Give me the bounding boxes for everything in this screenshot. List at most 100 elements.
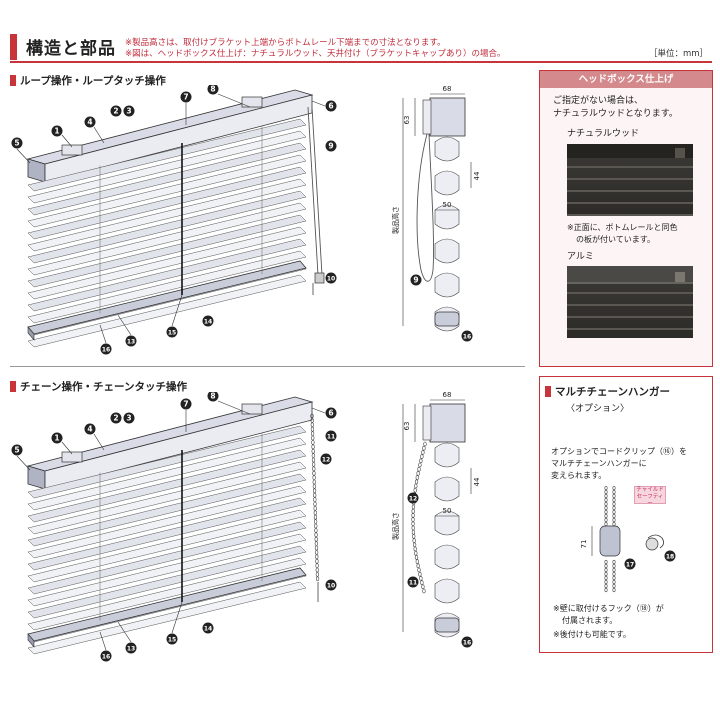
chain-bead (315, 572, 320, 577)
callout-circle (624, 558, 636, 570)
slat (27, 130, 307, 204)
callout-bottom: 15 (166, 326, 178, 338)
chain-bead (312, 466, 316, 472)
chain-bead (415, 475, 419, 480)
bracket (241, 96, 263, 108)
headbox-panel-title: ヘッドボックス仕上げ (540, 71, 712, 88)
loop-cord (307, 106, 319, 276)
chain-bead (412, 538, 416, 543)
callout-chain-lower: 11 (407, 576, 419, 588)
chain-bead (612, 559, 616, 565)
chain-bead (313, 510, 317, 516)
chain-bead (612, 563, 616, 569)
slat-profile (434, 170, 460, 196)
chain-bead (612, 587, 616, 593)
chain-bead (421, 584, 425, 590)
callout-circle (100, 650, 112, 662)
chain-bead (420, 580, 424, 585)
slat-profile (434, 442, 460, 468)
chain-bead (311, 453, 315, 458)
callout-bottom-rail: 16 (461, 330, 473, 342)
bracket (61, 451, 83, 463)
leader-line (93, 126, 105, 144)
chain-bead (312, 479, 316, 485)
callout-number: 11 (409, 580, 417, 587)
leader-line (99, 631, 107, 651)
chain-bead (313, 514, 318, 520)
leader-line (117, 621, 132, 643)
chain-bead (311, 448, 315, 454)
section-loop-title: ループ操作・ループタッチ操作 (20, 75, 166, 87)
leader-line (171, 294, 183, 327)
wood-note-2: の板が付いています。 (576, 235, 655, 244)
callout-circle (110, 412, 122, 424)
chain-bead (310, 426, 315, 432)
chain-bead (415, 559, 419, 564)
chain-bead (311, 440, 315, 445)
alu-label: アルミ (567, 252, 594, 262)
chain-bead (411, 513, 415, 518)
chain-bead (411, 508, 415, 514)
leader-line (61, 441, 73, 455)
callout-number: 5 (14, 139, 19, 148)
dim-head-label: 63 (403, 422, 411, 431)
chain-bead (315, 567, 319, 573)
wood-finish-swatch (567, 144, 693, 216)
chain-bead (315, 554, 319, 560)
chain-bead (604, 563, 608, 569)
chain-bead (417, 567, 421, 573)
chain-bead (612, 501, 616, 507)
callout-circle (325, 100, 337, 112)
height-label: 製品高さ (391, 512, 400, 540)
chain-bead (311, 457, 316, 463)
callout-number: 10 (327, 276, 335, 283)
callout-number: 9 (328, 142, 333, 151)
badge-line-2: セーフティー (636, 494, 664, 507)
callout-bottom: 14 (202, 315, 214, 327)
chain-bead (416, 471, 420, 476)
wall-hook (645, 537, 659, 551)
callout-circle (325, 579, 337, 591)
callout-circle (11, 137, 23, 149)
child-safety-badge: チャイルド セーフティー (634, 486, 666, 507)
slat (27, 274, 307, 348)
chain-bead (604, 513, 608, 519)
chain-bead (411, 517, 415, 522)
chain-bead (311, 435, 315, 441)
chain-bead (313, 501, 317, 507)
swatch-slat (567, 190, 693, 192)
callout-top: 2 (110, 105, 122, 117)
swatch-headbox (567, 266, 693, 284)
hanger-body (599, 525, 621, 557)
chain-bead (411, 521, 415, 527)
chain-bead (612, 517, 616, 523)
chain-bead (418, 571, 422, 577)
slat (27, 118, 307, 192)
callout-top: 6 (325, 100, 337, 112)
slat (27, 581, 307, 655)
callout-number: 6 (328, 409, 333, 418)
chain-bead (612, 486, 616, 491)
section-marker (10, 75, 16, 86)
bracket (241, 403, 263, 415)
section-marker (545, 386, 551, 397)
callout-bottom: 13 (125, 642, 137, 654)
chain-bead (604, 575, 608, 581)
slat (27, 190, 307, 264)
chain-bead (604, 486, 608, 491)
chain-bead (312, 462, 316, 467)
slat (27, 425, 307, 499)
chain-bead (421, 450, 425, 455)
callout-circle (123, 412, 135, 424)
chain-bead (604, 509, 608, 515)
hanger-dim-label: 71 (580, 540, 588, 549)
chain-hanger-desc-3: 変えられます。 (551, 471, 607, 480)
slat-profile (434, 510, 460, 536)
chain-bead (417, 466, 421, 472)
slat (27, 250, 307, 324)
callout-number: 9 (413, 276, 418, 285)
hanger-note-1a: ※壁に取付けるフック（⑱）が (553, 604, 664, 613)
chain-bead (315, 550, 319, 555)
chain-bead (604, 583, 608, 589)
